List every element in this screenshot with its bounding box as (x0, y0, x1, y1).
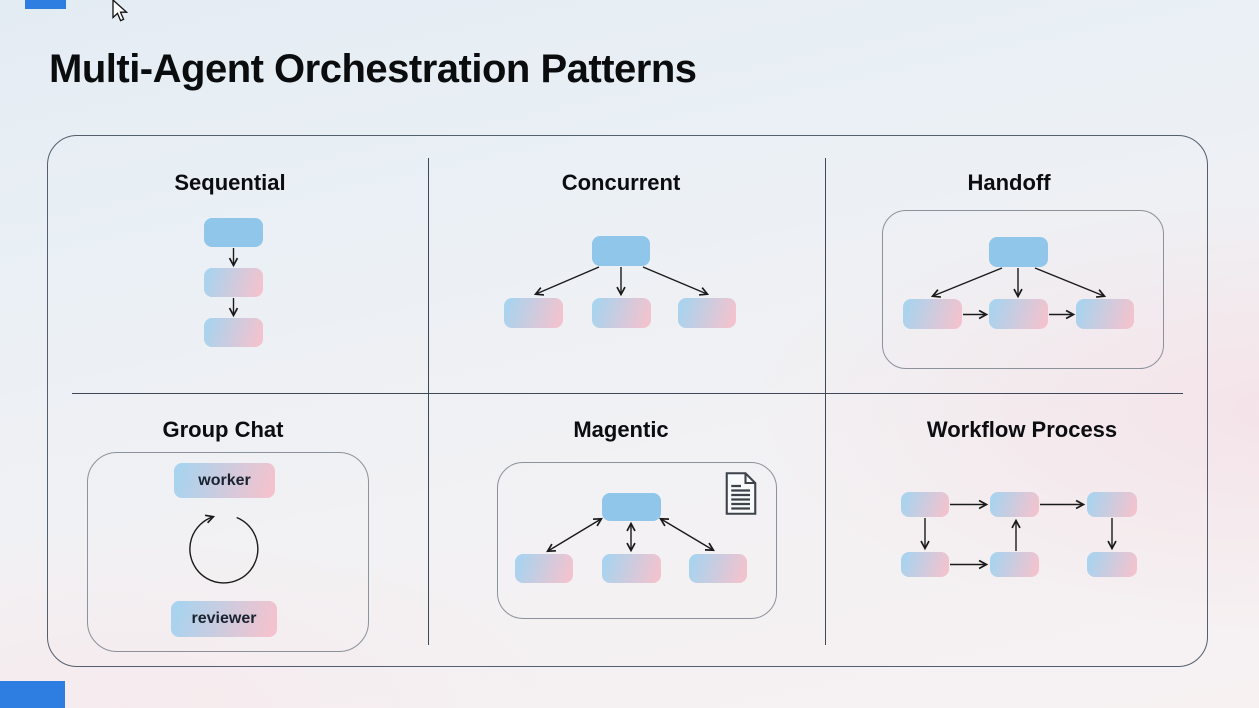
worker-node-label: worker (198, 471, 251, 489)
reviewer-node: reviewer (171, 601, 277, 637)
workflow-node-f (1087, 552, 1137, 577)
magentic-child-node-1 (515, 554, 573, 583)
arrow-cursor-icon (112, 0, 134, 24)
patterns-grid-frame (47, 135, 1208, 667)
reviewer-node-label: reviewer (191, 610, 257, 627)
workflow-node-b (990, 492, 1039, 517)
concurrent-child-node-1 (504, 298, 563, 328)
magentic-frame (497, 462, 777, 619)
magentic-child-node-2 (602, 554, 661, 583)
grid-divider-vertical-1 (428, 158, 430, 645)
sequential-node-2 (204, 268, 263, 297)
handoff-child-node-1 (903, 299, 962, 329)
panel-title-handoff: Handoff (967, 170, 1051, 195)
grid-divider-horizontal (72, 392, 1183, 394)
group-chat-frame (87, 452, 369, 652)
page-title: Multi-Agent Orchestration Patterns (49, 47, 697, 91)
magentic-root-node (602, 493, 661, 521)
workflow-node-d (901, 552, 949, 577)
magentic-child-node-3 (689, 554, 747, 583)
panel-title-magentic: Magentic (573, 417, 669, 442)
handoff-root-node (989, 237, 1048, 267)
panel-title-group-chat: Group Chat (162, 417, 284, 442)
workflow-node-e (990, 552, 1039, 577)
sequential-node-3 (204, 318, 263, 347)
grid-divider-vertical-2 (825, 158, 827, 645)
concurrent-child-node-2 (592, 298, 651, 328)
panel-title-workflow: Workflow Process (926, 417, 1118, 442)
panel-title-sequential: Sequential (174, 170, 286, 195)
panel-title-concurrent: Concurrent (561, 170, 681, 195)
handoff-child-node-3 (1076, 299, 1134, 329)
accent-bar-top (25, 0, 66, 9)
concurrent-child-node-3 (678, 298, 736, 328)
workflow-node-c (1087, 492, 1137, 517)
sequential-node-1 (204, 218, 263, 247)
workflow-node-a (901, 492, 949, 517)
concurrent-root-node (592, 236, 650, 266)
handoff-frame (882, 210, 1164, 369)
accent-block-bottom (0, 681, 65, 708)
handoff-child-node-2 (989, 299, 1048, 329)
worker-node: worker (174, 463, 275, 498)
document-icon (723, 471, 759, 516)
